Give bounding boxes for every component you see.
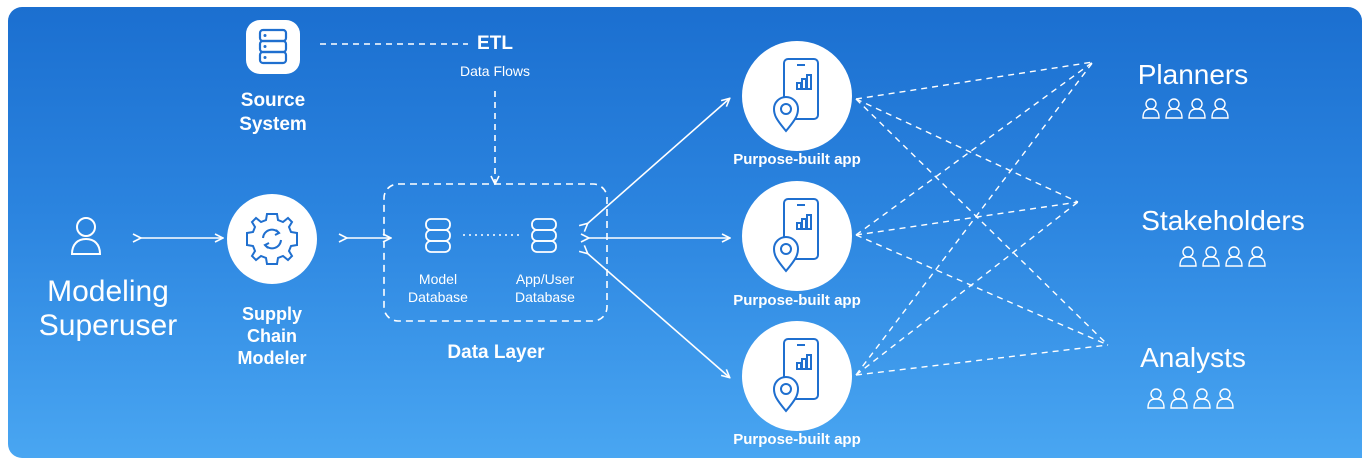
etl-subtitle: Data Flows: [459, 63, 531, 79]
app-user-database-label: App/User Database: [506, 270, 584, 306]
connector-lines: [8, 43, 1109, 458]
scm-label-line1: Supply: [241, 304, 302, 324]
gear-refresh-icon: [246, 213, 298, 265]
modeling-superuser-label: Modeling Superuser: [33, 275, 183, 343]
group-label-analysts: Analysts: [1140, 342, 1246, 373]
mobile-map-icon: [772, 338, 819, 413]
source-system-label: Source System: [223, 89, 323, 137]
database-icon: [246, 20, 300, 74]
user-group-icon: [1141, 97, 1233, 126]
app-db-line2: Database: [515, 289, 575, 305]
user-group-icon: [1146, 387, 1238, 416]
mobile-map-icon: [772, 58, 819, 133]
group-label-planners: Planners: [1137, 59, 1249, 90]
scm-label-line2: Chain: [246, 326, 297, 346]
app-node-3[interactable]: [742, 321, 852, 431]
supply-chain-modeler-label: Supply Chain Modeler: [222, 303, 322, 369]
app-user-database-icon: [531, 218, 557, 253]
app-label-3: Purpose-built app: [733, 431, 861, 448]
model-database-icon: [425, 218, 451, 253]
app-group-mesh: [855, 61, 1109, 376]
supply-chain-modeler-node: [227, 194, 317, 284]
group-label-stakeholders: Stakeholders: [1141, 205, 1305, 236]
data-layer-box: [383, 183, 608, 322]
app-node-2[interactable]: [742, 181, 852, 291]
user-icon: [70, 217, 102, 255]
user-group-icon: [1178, 245, 1270, 274]
data-layer-title: Data Layer: [447, 342, 545, 363]
model-db-line2: Database: [408, 289, 468, 305]
app-db-line1: App/User: [515, 271, 575, 287]
superuser-label-line1: Modeling: [47, 275, 169, 308]
etl-title: ETL: [477, 33, 513, 54]
app-label-2: Purpose-built app: [733, 292, 861, 309]
scm-label-line3: Modeler: [237, 348, 307, 368]
source-label-line1: Source: [240, 90, 306, 111]
diagram-canvas: Source System ETL Data Flows Modeling Su…: [8, 7, 1362, 458]
app-label-1: Purpose-built app: [733, 151, 861, 168]
mobile-map-icon: [772, 198, 819, 273]
datalayer-app3-arrow: [587, 253, 729, 377]
datalayer-app1-arrow: [587, 99, 729, 224]
model-db-line1: Model: [418, 271, 458, 287]
source-label-line2: System: [239, 114, 307, 135]
superuser-label-line2: Superuser: [38, 309, 178, 342]
model-database-label: Model Database: [404, 270, 472, 306]
app-node-1[interactable]: [742, 41, 852, 151]
